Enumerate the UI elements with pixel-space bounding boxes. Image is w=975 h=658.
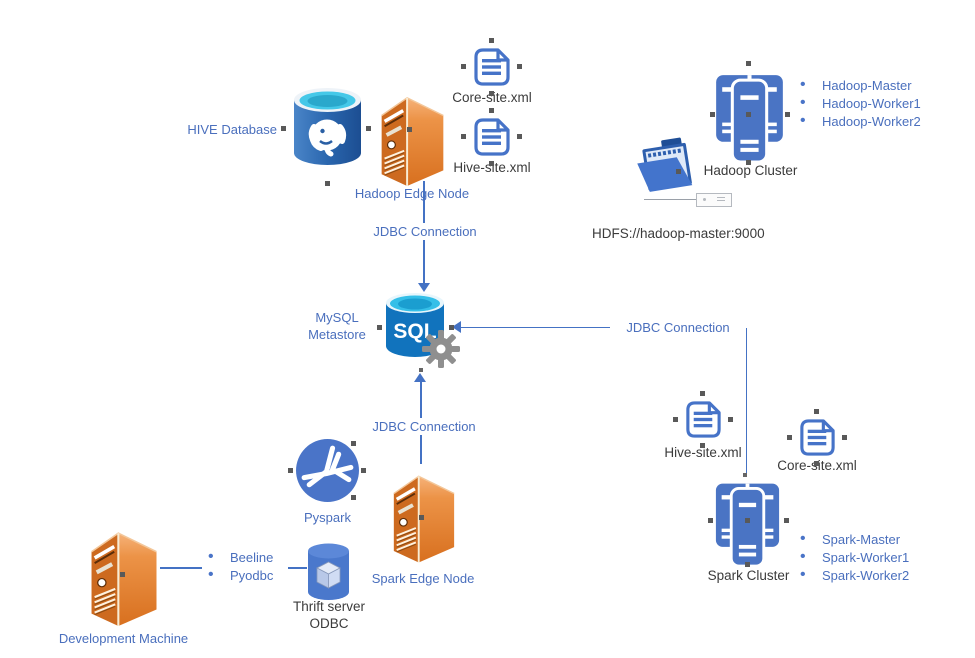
core-site-xml-label: Core-site.xml (452, 90, 532, 105)
selection-handle[interactable] (351, 441, 356, 446)
list-item: Pyodbc (205, 566, 285, 585)
selection-handle[interactable] (489, 161, 494, 166)
list-item: Spark-Master (797, 530, 909, 549)
selection-handle[interactable] (366, 126, 371, 131)
thrift-server-label: Thrift server ODBC (292, 599, 365, 631)
selection-handle[interactable] (281, 126, 286, 131)
selection-handle[interactable] (745, 562, 750, 567)
selection-handle[interactable] (325, 181, 330, 186)
selection-handle[interactable] (745, 518, 750, 523)
postgresql-database-icon[interactable] (290, 86, 365, 168)
selection-handle[interactable] (700, 443, 705, 448)
selection-handle[interactable] (489, 91, 494, 96)
mysql-metastore-label: MySQL Metastore (308, 310, 366, 342)
list-item: Hadoop-Worker2 (797, 112, 921, 131)
xml-document-icon[interactable] (796, 417, 838, 458)
selection-handle[interactable] (377, 325, 382, 330)
hadoop-cluster-node-list: Hadoop-Master Hadoop-Worker1 Hadoop-Work… (797, 76, 921, 131)
selection-handle[interactable] (489, 38, 494, 43)
connection-label-jdbc-right: JDBC Connection (610, 319, 746, 336)
sql-icon-text: SQL (393, 320, 436, 343)
selection-handle[interactable] (728, 417, 733, 422)
spark-cluster-node-list: Spark-Master Spark-Worker1 Spark-Worker2 (797, 530, 909, 585)
selection-handle[interactable] (676, 169, 681, 174)
server-cluster-icon[interactable] (716, 67, 783, 162)
server-cluster-icon[interactable] (714, 476, 781, 566)
selection-handle[interactable] (784, 518, 789, 523)
hdfs-url-label: HDFS://hadoop-master:9000 (592, 226, 765, 241)
selection-handle[interactable] (517, 64, 522, 69)
selection-handle[interactable] (517, 134, 522, 139)
dev-tools-list: Beeline Pyodbc (202, 548, 288, 585)
selection-handle[interactable] (708, 518, 713, 523)
connector-arrow-down (418, 283, 430, 292)
server-tower-icon[interactable] (390, 463, 457, 570)
connector-sparkcluster-sql-v (745, 328, 747, 476)
cube-database-icon[interactable] (306, 542, 351, 601)
development-machine-label: Development Machine (58, 631, 189, 646)
list-item: Beeline (205, 548, 285, 567)
selection-handle[interactable] (814, 409, 819, 414)
selection-handle[interactable] (746, 112, 751, 117)
selection-handle[interactable] (787, 435, 792, 440)
selection-handle[interactable] (673, 417, 678, 422)
gear-icon (422, 330, 460, 368)
connection-label-jdbc-top: JDBC Connection (352, 223, 498, 240)
selection-handle[interactable] (710, 112, 715, 117)
connector-arrow-left (452, 321, 461, 333)
sql-database-icon[interactable]: SQL (384, 292, 446, 359)
hive-site-xml-label: Hive-site.xml (453, 160, 531, 175)
folder-slider-decoration (644, 199, 698, 200)
hadoop-edge-node-label: Hadoop Edge Node (354, 186, 470, 201)
connector-endpoint-dot (743, 473, 747, 477)
selection-handle[interactable] (407, 127, 412, 132)
list-item: Hadoop-Master (797, 76, 921, 95)
selection-handle[interactable] (461, 134, 466, 139)
selection-handle[interactable] (785, 112, 790, 117)
connector-endpoint-dot (419, 368, 423, 372)
hive-database-label: HIVE Database (187, 122, 277, 137)
xml-document-icon[interactable] (682, 399, 724, 440)
spark-logo-icon[interactable] (295, 438, 360, 503)
list-item: Spark-Worker1 (797, 548, 909, 567)
spark-cluster-label: Spark Cluster (707, 568, 790, 583)
connection-label-jdbc-bottom: JDBC Connection (350, 418, 498, 435)
open-folder-icon[interactable] (637, 137, 696, 195)
selection-handle[interactable] (700, 391, 705, 396)
server-tower-icon[interactable] (86, 527, 161, 626)
selection-handle[interactable] (461, 64, 466, 69)
list-item: Spark-Worker2 (797, 566, 909, 585)
selection-handle[interactable] (351, 495, 356, 500)
selection-handle[interactable] (746, 61, 751, 66)
selection-handle[interactable] (288, 468, 293, 473)
selection-handle[interactable] (419, 515, 424, 520)
selection-handle[interactable] (361, 468, 366, 473)
list-item: Hadoop-Worker1 (797, 94, 921, 113)
selection-handle[interactable] (814, 461, 819, 466)
server-tower-icon[interactable] (377, 92, 447, 186)
spark-edge-node-label: Spark Edge Node (371, 571, 475, 586)
xml-document-icon[interactable] (470, 46, 513, 88)
selection-handle[interactable] (120, 572, 125, 577)
hadoop-cluster-label: Hadoop Cluster (703, 163, 798, 178)
selection-handle[interactable] (489, 108, 494, 113)
selection-handle[interactable] (842, 435, 847, 440)
selection-handle[interactable] (746, 160, 751, 165)
connector-arrow-up (414, 373, 426, 382)
folder-slider-decoration (696, 193, 732, 207)
hive-site-xml-label: Hive-site.xml (664, 445, 742, 460)
xml-document-icon[interactable] (470, 116, 513, 158)
selection-handle[interactable] (449, 325, 454, 330)
pyspark-label: Pyspark (304, 510, 351, 525)
connector-sparkcluster-sql-h (461, 326, 746, 328)
